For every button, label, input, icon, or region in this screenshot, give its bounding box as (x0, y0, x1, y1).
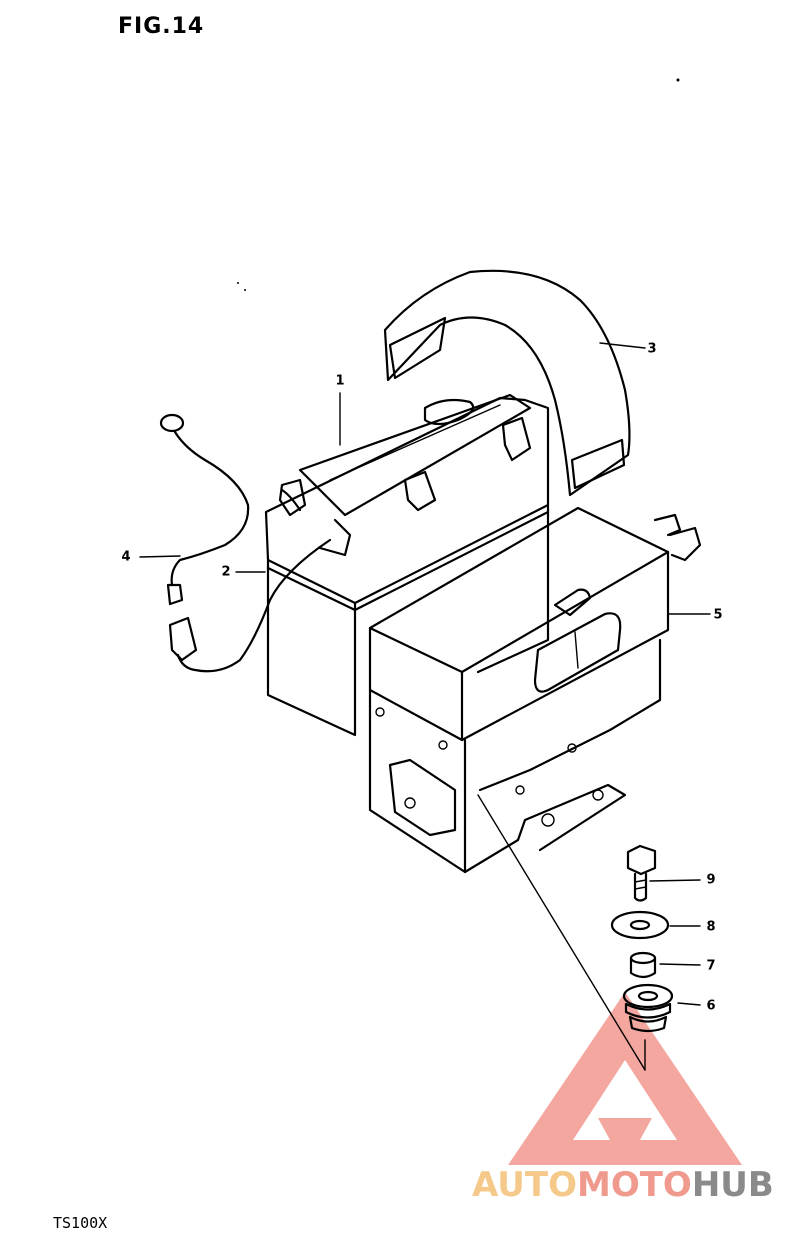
collar-part (629, 951, 657, 979)
callout-2: 2 (221, 564, 231, 580)
bolt-part (626, 844, 657, 902)
washer-part (610, 910, 670, 940)
callout-3: 3 (647, 341, 657, 357)
callout-5: 5 (713, 607, 723, 623)
vent-tube-part (168, 538, 332, 673)
cushion-part (622, 983, 674, 1033)
watermark-auto: AUTO (472, 1165, 577, 1205)
leader-lines (139, 342, 711, 1071)
callout-1: 1 (335, 373, 345, 389)
battery-case-part (368, 506, 702, 874)
watermark-hub: HUB (691, 1165, 774, 1205)
model-label: TS100X (53, 1214, 108, 1232)
callout-6: 6 (706, 998, 716, 1014)
figure-title: FIG.14 (118, 14, 205, 39)
watermark-logo-icon (508, 992, 742, 1165)
lead-wire-part (159, 413, 302, 606)
watermark-moto: MOTO (576, 1165, 692, 1205)
watermark-text: AUTOMOTOHUB (472, 1165, 774, 1205)
callout-4: 4 (121, 549, 131, 565)
callout-9: 9 (706, 872, 716, 888)
battery-part (264, 393, 550, 737)
callout-8: 8 (706, 919, 716, 935)
battery-strap-part (383, 269, 631, 497)
callout-7: 7 (706, 958, 716, 974)
